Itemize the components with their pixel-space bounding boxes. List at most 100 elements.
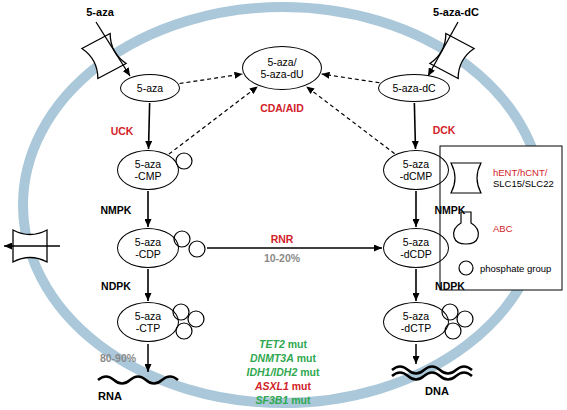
text-word: NMPK xyxy=(101,204,132,216)
text-word: -dCMP xyxy=(400,170,433,182)
text-word: CDA/AID xyxy=(260,102,304,114)
enzyme-label: NDPK xyxy=(101,280,131,292)
node-text: 5-aza -dCMP xyxy=(400,158,433,182)
uptake-arrow xyxy=(428,22,458,76)
node-text: 5-aza -dCDP xyxy=(400,236,432,260)
text-word: 5-aza xyxy=(400,236,432,248)
enzyme-label: NDPK xyxy=(435,280,465,292)
metabolite-node: 5-aza-dC xyxy=(378,74,450,102)
transporter-symbol xyxy=(451,163,481,193)
text-word: RNA xyxy=(98,390,122,402)
legend-text: phosphate group xyxy=(480,263,551,274)
mutation-label: IDH1/IDH2 mut xyxy=(247,366,320,378)
pathway-arrow xyxy=(415,191,417,227)
degradation-arrow xyxy=(322,74,380,83)
legend-sample xyxy=(451,163,481,193)
text-word: phosphate xyxy=(480,263,524,274)
metabolite-node: 5-aza -dCTP xyxy=(383,302,449,342)
phosphate-circle xyxy=(188,311,204,327)
degradation-arrow xyxy=(180,74,243,84)
text-word: SF3B1 xyxy=(256,394,289,406)
pathway-arrow xyxy=(147,269,149,301)
text-word: hENT/hCNT/ xyxy=(493,167,554,178)
node-text: 5-aza xyxy=(137,82,163,94)
text-word: IDH1/IDH2 xyxy=(247,366,298,378)
text-word: 5-aza xyxy=(135,236,161,248)
text-word: DNA xyxy=(425,385,449,397)
text-word: 5-aza xyxy=(86,6,114,18)
node-text: 5-aza -CTP xyxy=(135,310,161,334)
text-word: NDPK xyxy=(101,280,131,292)
phosphate-circle xyxy=(445,323,461,339)
text-label: 5-aza-dC xyxy=(433,6,479,18)
degradation-arrow xyxy=(306,86,394,153)
text-word: mut xyxy=(300,366,319,378)
efflux-arrow xyxy=(4,245,60,246)
pathway-arrow xyxy=(149,103,150,149)
legend-text: hENT/hCNT/ SLC15/SLC22 xyxy=(493,167,554,189)
transporter-symbol xyxy=(82,33,126,78)
influx-transporter xyxy=(430,33,474,78)
mutation-label: SF3B1 mut xyxy=(256,394,311,406)
text-word: mut xyxy=(297,352,316,364)
mutation-label: DNMT3A mut xyxy=(250,352,316,364)
metabolite-node: 5-aza -CDP xyxy=(117,228,179,268)
text-word: ASXL1 xyxy=(255,380,289,392)
text-word: DCK xyxy=(433,124,456,136)
uptake-arrow xyxy=(96,22,130,76)
text-word: ABC xyxy=(493,223,513,234)
dna-strand xyxy=(392,373,472,380)
influx-transporter xyxy=(82,33,126,78)
legend-box xyxy=(440,146,562,290)
transporter-symbol xyxy=(430,33,474,78)
metabolite-node: 5-aza -dCMP xyxy=(383,150,449,190)
text-word: TET2 xyxy=(259,338,285,350)
enzyme-label: RNR xyxy=(271,233,294,245)
text-word: 5-aza xyxy=(135,158,162,170)
text-word: -CMP xyxy=(135,170,162,182)
metabolite-node: 5-aza xyxy=(120,74,180,102)
incorporation-arrow xyxy=(415,344,417,364)
text-word: -dCTP xyxy=(401,322,431,334)
phosphate-circle xyxy=(457,311,473,327)
abc-transporter-symbol xyxy=(454,212,479,244)
text-word: 5-aza-dU xyxy=(260,68,303,80)
enzyme-label: NMPK xyxy=(101,204,132,216)
mutation-label: TET2 mut xyxy=(259,338,307,350)
metabolite-node: 5-aza/ 5-aza-dU xyxy=(242,46,322,90)
node-text: 5-aza -dCTP xyxy=(401,310,431,334)
node-text: 5-aza-dC xyxy=(392,82,435,94)
pathway-arrow xyxy=(414,103,415,149)
text-word: 5-aza xyxy=(401,310,431,322)
text-word: mut xyxy=(291,394,310,406)
metabolite-node: 5-aza -CTP xyxy=(117,302,179,342)
phosphate-groups xyxy=(173,153,473,339)
text-word: NMPK xyxy=(435,204,466,216)
mutation-label: ASXL1 mut xyxy=(255,380,311,392)
phosphate-circle xyxy=(174,231,190,247)
incorporation-arrow xyxy=(147,344,149,372)
text-label: CDA/AID xyxy=(260,102,304,114)
text-label: 10-20% xyxy=(264,252,300,264)
text-word: -CTP xyxy=(135,322,161,334)
text-label: 5-aza xyxy=(86,6,114,18)
text-word: -CDP xyxy=(135,248,161,260)
degradation-arrow xyxy=(169,86,258,154)
legend-text: ABC xyxy=(493,223,513,234)
cell-membrane xyxy=(23,7,543,403)
enzyme-label: UCK xyxy=(111,125,134,137)
text-label: 80-90% xyxy=(100,352,136,364)
enzyme-label: DCK xyxy=(433,124,456,136)
text-word: 5-aza-dC xyxy=(392,82,435,94)
text-word: RNR xyxy=(271,233,294,245)
phosphate-circle xyxy=(442,304,458,320)
text-word: SLC15/SLC22 xyxy=(493,178,554,189)
pathway-arrow xyxy=(415,269,417,301)
text-word: 5-aza xyxy=(137,82,163,94)
text-word: 5-aza-dC xyxy=(433,6,479,18)
text-word: mut xyxy=(288,338,307,350)
text-word: 5-aza/ xyxy=(260,56,303,68)
text-word: mut xyxy=(292,380,311,392)
phosphate-circle xyxy=(189,241,205,257)
node-text: 5-aza -CMP xyxy=(135,158,162,182)
